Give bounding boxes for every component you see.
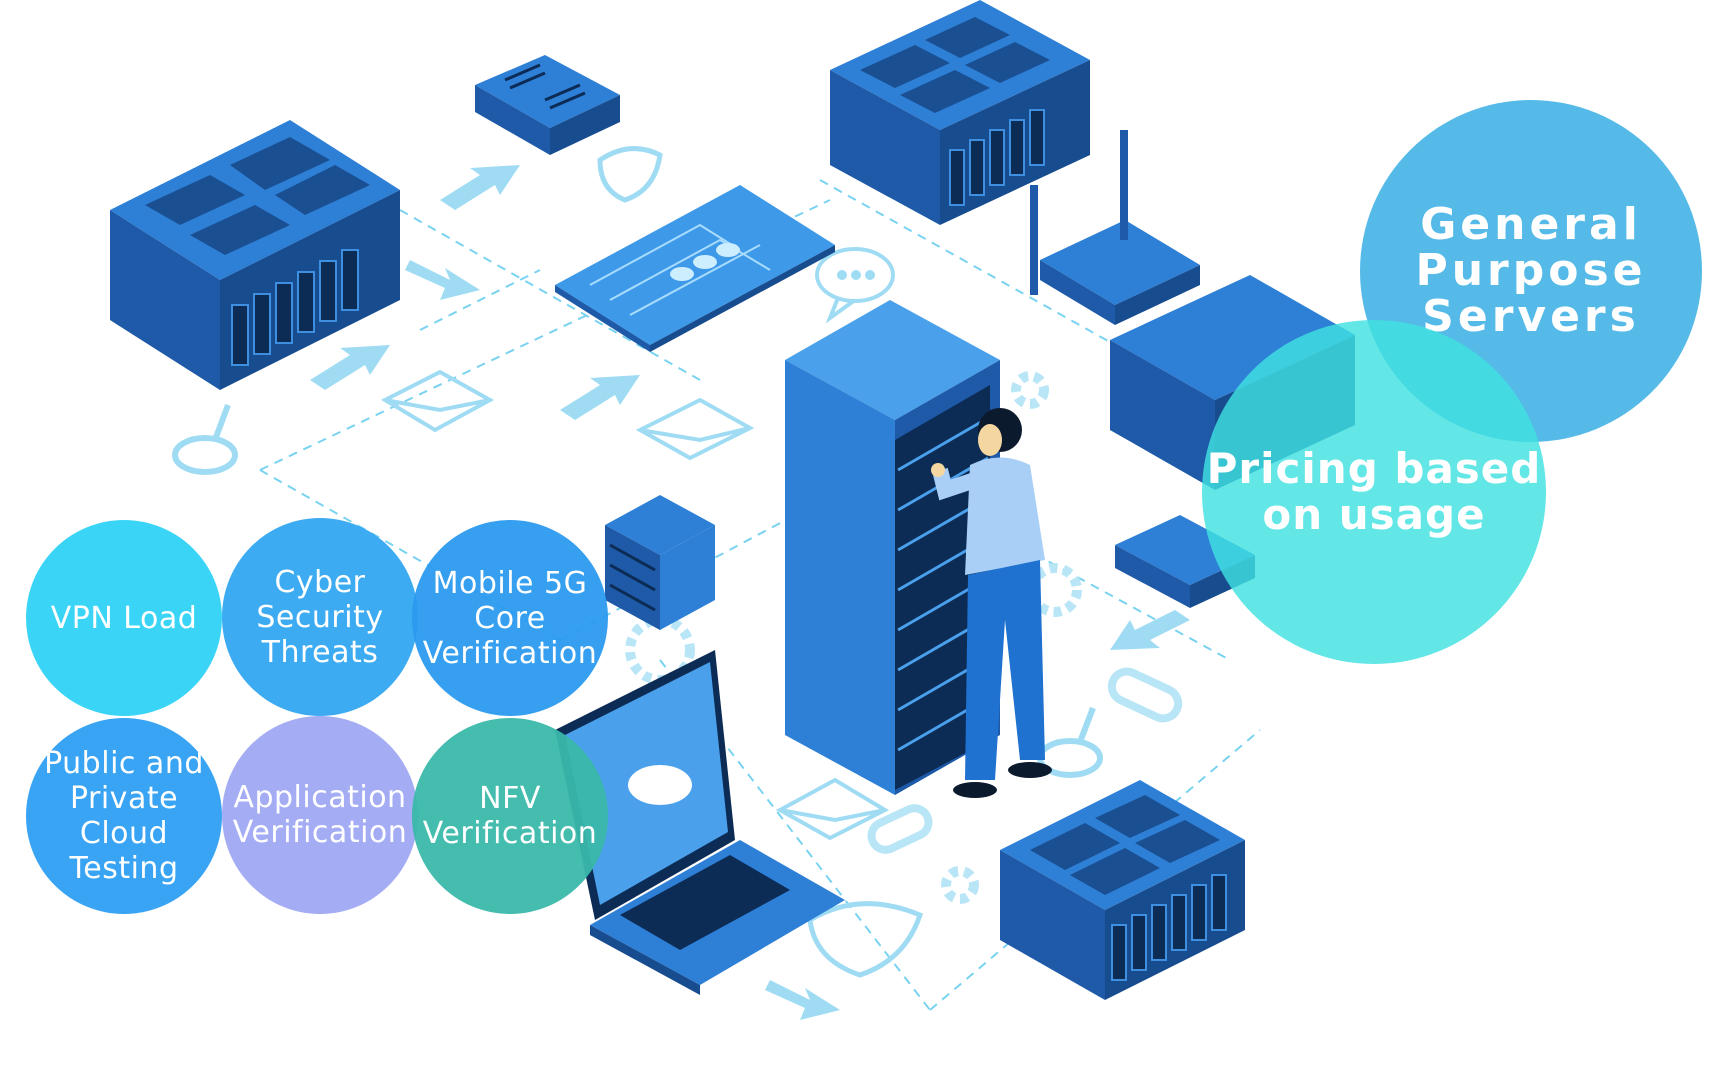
bubble-application-verification: Application Verification [222, 716, 418, 914]
shield-icons [597, 146, 924, 978]
router [1030, 130, 1200, 325]
bubble-application-verification-label: Application Verification [232, 780, 408, 850]
bubble-pricing-label: Pricing based on usage [1206, 444, 1542, 539]
storage-stack [605, 495, 715, 630]
link-chain-icons [867, 667, 1183, 854]
server-bottom-right [1000, 780, 1245, 1000]
bubble-general-purpose-servers-label: General Purpose Servers [1415, 199, 1647, 342]
bubble-nfv-verification: NFV Verification [412, 718, 608, 914]
bubble-cloud-testing: Public and Private Cloud Testing [26, 718, 222, 914]
server-small-top [475, 55, 620, 155]
chat-bubble-icon [815, 247, 895, 324]
laptop [555, 650, 845, 995]
bubble-nfv-verification-label: NFV Verification [422, 781, 598, 851]
bubble-mobile-5g: Mobile 5G Core Verification [412, 520, 608, 716]
bubble-vpn-load: VPN Load [26, 520, 222, 716]
bubble-pricing-based-on-usage: Pricing based on usage [1202, 320, 1546, 664]
bubble-mobile-5g-label: Mobile 5G Core Verification [422, 565, 598, 671]
server-top-middle [830, 0, 1090, 225]
bubble-cyber-security: Cyber Security Threats [222, 518, 418, 716]
server-top-left [110, 120, 400, 390]
technician-figure [931, 408, 1052, 798]
floor-arrows [310, 165, 1190, 1020]
bubble-cloud-testing-label: Public and Private Cloud Testing [44, 746, 204, 886]
circuit-board [555, 185, 835, 352]
envelope-icons [380, 369, 890, 841]
bubble-cyber-security-label: Cyber Security Threats [256, 564, 384, 670]
bubble-vpn-load-label: VPN Load [50, 600, 198, 636]
